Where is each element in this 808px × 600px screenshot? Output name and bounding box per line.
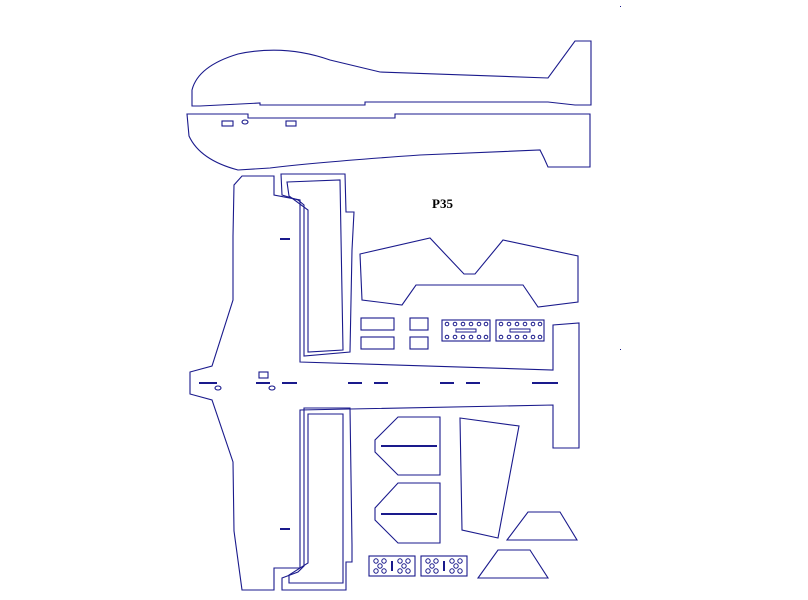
wing-slot-4 [256,382,270,384]
trapezoid-lower [476,549,550,579]
wing-slot-3 [199,382,217,384]
small-part-a2 [360,336,395,350]
horizontal-stabilizer [359,237,579,308]
hole-plate-1 [368,555,416,577]
servo-plate-1 [441,319,491,342]
wing-slot-7 [374,382,388,384]
lower-aileron-inner [288,413,344,584]
wing-slot-10 [532,382,558,384]
wing-cutout-hole-1 [214,385,222,391]
servo-plate-2 [495,319,545,342]
wing-slot-2 [280,528,290,530]
small-part-b1 [409,317,429,331]
fin-slot-upper [381,445,437,447]
fuselage-side-upper [191,40,592,107]
wing-slot-5 [282,382,297,384]
rudder [459,417,520,539]
sheet-title: P35 [432,196,453,211]
trapezoid-upper [505,511,578,541]
fin-piece-upper [374,416,441,476]
wing-planform-outline [189,175,580,591]
lower-aileron-strip [281,407,353,591]
wing-slot-9 [466,382,480,384]
hole-plate-2 [420,555,468,577]
wing-cutout-hole-2 [268,385,276,391]
fuselage-cutout-hole [241,119,249,125]
wing-slot-8 [440,382,454,384]
wing-cutout-rect [258,371,269,379]
wing-slot-6 [348,382,362,384]
fuselage-side-lower [186,113,591,171]
small-part-a1 [360,317,395,331]
upper-aileron-inner [286,179,344,353]
registration-mark-top [620,6,621,7]
registration-mark-mid [620,349,621,350]
fin-slot-lower [381,513,437,515]
wing-slot-1 [280,238,290,240]
small-part-b2 [409,336,429,350]
fuselage-cutout-1 [221,120,234,127]
fin-piece-lower [374,482,441,544]
fuselage-cutout-2 [285,120,297,127]
